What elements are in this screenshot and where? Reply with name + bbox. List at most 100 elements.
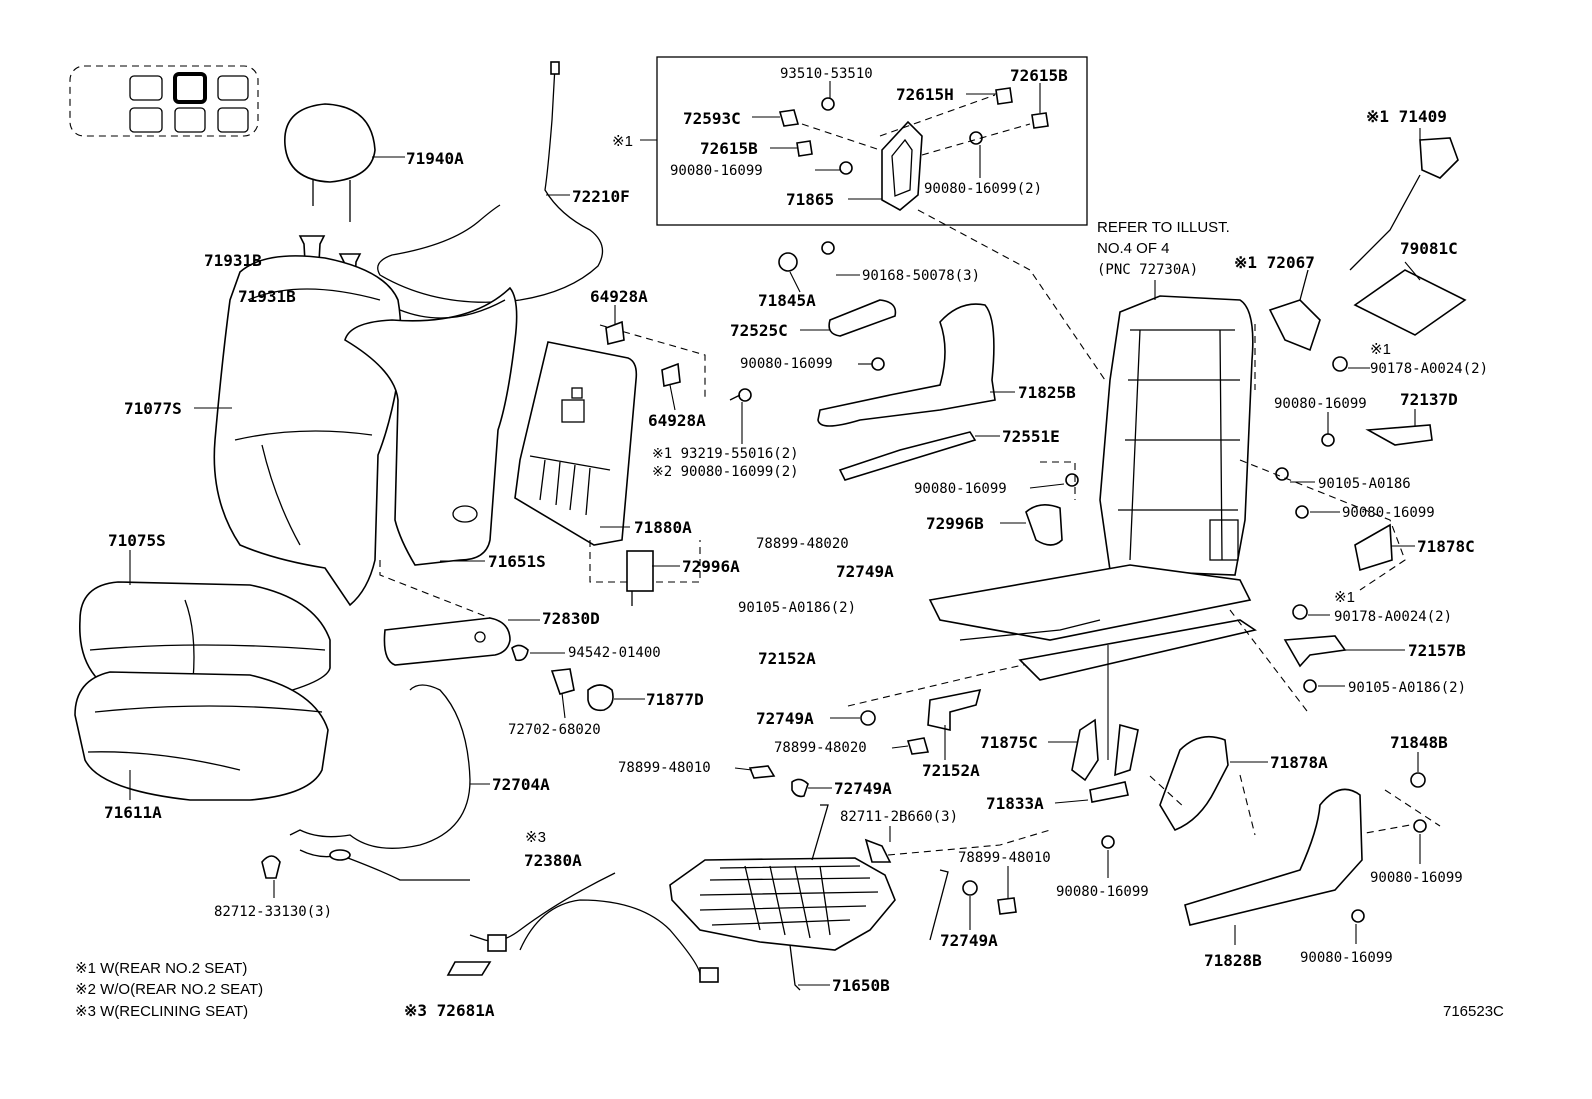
shield-71825b — [817, 303, 996, 427]
sub-assembly-box — [656, 56, 1088, 226]
label-71931b-1: 71931B — [204, 251, 262, 270]
headrest-71940a — [284, 103, 376, 222]
screw-90080-16099-e — [1295, 505, 1309, 519]
label-90080-16099-g: 90080-16099 — [1056, 884, 1149, 900]
label-90178-a0024-b: 90178-A0024(2) — [1334, 609, 1452, 625]
nut-72749a-b — [860, 710, 876, 726]
seat-back-board-71880a — [514, 341, 638, 546]
screw-90080-16099-b — [871, 357, 885, 371]
label-71828b: 71828B — [1204, 951, 1262, 970]
label-72749a-b: 72749A — [756, 709, 814, 728]
screw-90080-16099-c — [1065, 473, 1079, 487]
label-90080-16099-f: 90080-16099 — [1370, 870, 1463, 886]
label-72681a: ※3 72681A — [404, 1001, 495, 1020]
wire-72380a — [469, 872, 719, 983]
label-72551e: 72551E — [1002, 427, 1060, 446]
label-72380a: 72380A — [524, 851, 582, 870]
cover-72551e — [838, 431, 977, 481]
bracket-72157b — [1283, 635, 1347, 668]
label-90080-16099-b: 90080-16099 — [740, 356, 833, 372]
label-72152a-b: 72152A — [922, 761, 980, 780]
label-72704a: 72704A — [492, 775, 550, 794]
label-90080-16099-h: 90080-16099 — [1300, 950, 1393, 966]
label-71940a: 71940A — [406, 149, 464, 168]
cap-72615b-b — [796, 140, 813, 157]
label-72615b-a: 72615B — [1010, 66, 1068, 85]
screw-90080-16099-f — [1413, 819, 1427, 833]
cover-71865 — [881, 120, 923, 211]
screw-90168-50078 — [821, 241, 835, 255]
screw-90080-16099-g — [1101, 835, 1115, 849]
nut-90178-a0024-b — [1292, 604, 1308, 620]
label-72593c: 72593C — [683, 109, 741, 128]
shield-71828b — [1184, 788, 1363, 926]
cover-72137d — [1365, 424, 1433, 446]
label-72380a-mark: ※3 — [525, 829, 546, 846]
bolt-78899-48010-a — [748, 765, 776, 779]
wire-72704a — [289, 684, 471, 881]
bolt-78899-48020-a — [906, 737, 930, 755]
bolt-78899-48010-b — [997, 897, 1017, 915]
label-90105-a0186: 90105-A0186 — [1318, 476, 1411, 492]
label-71833a: 71833A — [986, 794, 1044, 813]
label-71877d: 71877D — [646, 690, 704, 709]
label-71825b: 71825B — [1018, 383, 1076, 402]
knob-71845a — [778, 252, 798, 272]
label-90080-16099-a: 90080-16099 — [670, 163, 763, 179]
clip-82711-2b660 — [864, 838, 892, 863]
label-90105-a0186-2b: 90105-A0186(2) — [1348, 680, 1466, 696]
label-72749a-a: 72749A — [834, 779, 892, 798]
clip-72593c — [778, 109, 800, 127]
footnote-2: ※2 W/O(REAR NO.2 SEAT) — [75, 981, 263, 998]
label-72137d: 72137D — [1400, 390, 1458, 409]
label-72749a-d: 72749A — [940, 931, 998, 950]
seat-back-cover-71077s — [213, 255, 402, 607]
wire-72210f — [377, 61, 604, 303]
nut-72749a-d — [962, 880, 978, 896]
cap-72615h — [995, 87, 1013, 105]
label-71865: 71865 — [786, 190, 834, 209]
cap-71877d — [587, 684, 614, 712]
screw-90105-a0186-2b — [1303, 679, 1317, 693]
seat-position-key — [69, 65, 259, 137]
label-71878c: 71878C — [1417, 537, 1475, 556]
label-71650b: 71650B — [832, 976, 890, 995]
label-71931b-2: 71931B — [238, 287, 296, 306]
bracket-72996b — [1025, 504, 1063, 546]
washer-94542-01400 — [511, 644, 529, 662]
seat-track — [928, 564, 1257, 681]
label-82712-33130: 82712-33130(3) — [214, 904, 332, 920]
label-82711-2b660: 82711-2B660(3) — [840, 809, 958, 825]
label-90178-mark-b: ※1 — [1334, 589, 1355, 606]
label-71077s: 71077S — [124, 399, 182, 418]
cover-71878c — [1354, 523, 1393, 572]
clip-64928a — [605, 320, 681, 387]
label-90080-16099-c: 90080-16099 — [914, 481, 1007, 497]
refer-line-3: (PNC 72730A) — [1097, 262, 1198, 278]
label-90168-50078: 90168-50078(3) — [862, 268, 980, 284]
label-72615b-b: 72615B — [700, 139, 758, 158]
label-78899-48010-a: 78899-48010 — [618, 760, 711, 776]
label-78899-48020-b: 78899-48020 — [756, 536, 849, 552]
switch-72996a — [626, 550, 654, 606]
label-71611a: 71611A — [104, 803, 162, 822]
label-72210f: 72210F — [572, 187, 630, 206]
screw-90080-16099-d — [1321, 433, 1335, 447]
label-72152a-a: 72152A — [758, 649, 816, 668]
label-64928a-2: 64928A — [648, 411, 706, 430]
label-90080-16099-2a: 90080-16099(2) — [924, 181, 1042, 197]
label-93510-53510: 93510-53510 — [780, 66, 873, 82]
label-71878a: 71878A — [1270, 753, 1328, 772]
label-72157b: 72157B — [1408, 641, 1466, 660]
seat-frame-71650b — [669, 804, 949, 991]
label-78899-48020-a: 78899-48020 — [774, 740, 867, 756]
cap-71848b — [1410, 772, 1426, 788]
label-72525c: 72525C — [730, 321, 788, 340]
pad-79081c — [1353, 269, 1467, 336]
cap-72615b-a — [1031, 112, 1049, 129]
label-box-mark: ※1 — [612, 133, 633, 150]
label-72996b: 72996B — [926, 514, 984, 533]
label-71651s: 71651S — [488, 552, 546, 571]
screw-90080-16099-h — [1351, 909, 1365, 923]
